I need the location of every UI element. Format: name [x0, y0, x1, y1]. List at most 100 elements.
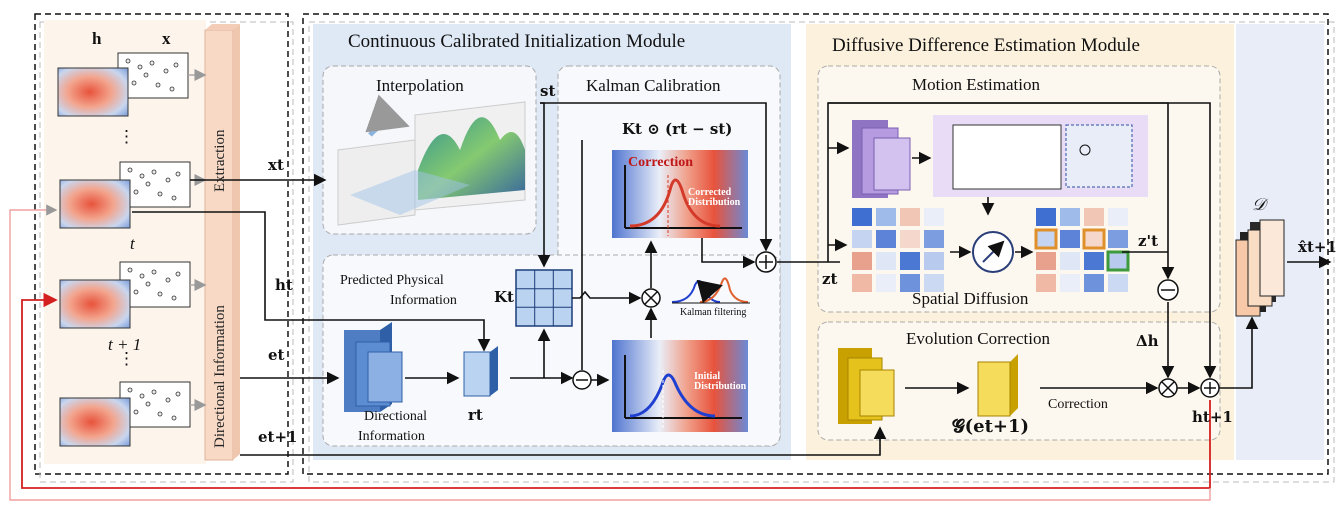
- label-t: t: [130, 234, 135, 253]
- diffusion-cell: [1060, 230, 1080, 248]
- kalman-filtering-plot: [671, 277, 750, 304]
- station-dot: [171, 415, 177, 421]
- station-dot: [133, 189, 139, 195]
- station-dot: [163, 68, 169, 74]
- predicted-physical-line2: Information: [390, 293, 457, 308]
- diffusion-cell: [1060, 274, 1080, 292]
- station-dot: [137, 64, 143, 70]
- station-dot: [145, 401, 151, 407]
- extraction-bar: [204, 29, 234, 461]
- z-t-label: zt: [822, 270, 838, 288]
- interpolation-title: Interpolation: [376, 76, 464, 95]
- station-dot: [133, 409, 139, 415]
- ddem-title: Diffusive Difference Estimation Module: [832, 35, 1140, 56]
- k-t-label: Kt: [494, 288, 514, 306]
- signal-arrows: [132, 102, 1332, 456]
- station-dot: [173, 62, 179, 68]
- x-t-label: xt: [268, 156, 284, 174]
- station-dot: [127, 267, 133, 273]
- motion-map: [933, 115, 1148, 197]
- g-e-block: [977, 354, 1018, 417]
- input-frame-t: [59, 161, 191, 229]
- input-frame-t1: [59, 261, 191, 329]
- station-dot: [169, 86, 175, 92]
- interpolation-illustration: [337, 94, 526, 226]
- spatial-grid-input: [852, 208, 944, 292]
- h-t1-label: ht+1: [1192, 408, 1233, 426]
- diffusion-cell: [852, 252, 872, 270]
- kalman-formula: Kt ⊙ (rt − st): [622, 120, 733, 138]
- diffusion-cell: [900, 252, 920, 270]
- label-x: x: [162, 29, 171, 48]
- diffusion-cell: [924, 208, 944, 226]
- diffusion-cell: [1084, 208, 1104, 226]
- station-dot: [171, 195, 177, 201]
- station-dot: [139, 273, 145, 279]
- diffusion-cell: [1060, 252, 1080, 270]
- diffusion-cell: [1036, 274, 1056, 292]
- diffusion-cell: [852, 230, 872, 248]
- diffusion-cell: [1108, 208, 1128, 226]
- model-frame-shadow: [308, 21, 1335, 483]
- e-t-label: et: [268, 346, 285, 364]
- station-dot: [125, 58, 131, 64]
- correction-label: Correction: [628, 155, 694, 170]
- diffusion-cell: [876, 274, 896, 292]
- correction-arrow-label: Correction: [1048, 397, 1108, 412]
- directional-line2: Information: [358, 429, 425, 444]
- extraction-bar-top: [205, 24, 240, 30]
- station-dot: [175, 391, 181, 397]
- diffusion-cell: [1108, 230, 1128, 248]
- spatial-diffusion-title: Spatial Diffusion: [912, 289, 1029, 308]
- directional-encoder-block: [344, 322, 403, 412]
- label-h: h: [92, 29, 102, 48]
- station-dot: [145, 281, 151, 287]
- input-frame: [34, 13, 289, 475]
- diffusion-cell: [1106, 250, 1130, 272]
- station-dot: [127, 387, 133, 393]
- diffusion-cell: [876, 230, 896, 248]
- station-dot: [175, 271, 181, 277]
- station-dot: [131, 80, 137, 86]
- g-label: 𝓖(et+1): [952, 416, 1030, 437]
- x-hat-label: x̂t+1: [1298, 238, 1337, 256]
- station-dot: [157, 411, 163, 417]
- station-dot: [139, 393, 145, 399]
- kalman-calibration-title: Kalman Calibration: [586, 76, 721, 95]
- r-t-block: [463, 346, 498, 397]
- corrected-distribution-label: Corrected Distribution: [688, 187, 741, 208]
- station-dot: [165, 397, 171, 403]
- station-dot: [157, 191, 163, 197]
- directional-line1: Directional: [364, 409, 427, 424]
- diffusion-cell: [1084, 274, 1104, 292]
- station-dot: [157, 291, 163, 297]
- directional-information-label: Directional Information: [212, 305, 228, 448]
- diffusion-cell: [924, 230, 944, 248]
- station-dot: [145, 181, 151, 187]
- operator-glyphs: [576, 255, 1216, 395]
- motion-estimation-title: Motion Estimation: [912, 75, 1040, 94]
- diffusion-cell: [876, 208, 896, 226]
- motion-encoder-block: [852, 120, 911, 198]
- ccim-title: Continuous Calibrated Initialization Mod…: [348, 31, 686, 52]
- station-dot: [165, 277, 171, 283]
- feedback-red: [21, 292, 1211, 489]
- diffusion-cell: [1060, 208, 1080, 226]
- diffusion-gauge: [972, 231, 1014, 273]
- decoder-block: [1235, 219, 1285, 317]
- station-dot: [139, 173, 145, 179]
- diffusion-cell: [924, 252, 944, 270]
- h-t-label: ht: [275, 276, 293, 294]
- diffusion-cell: [852, 274, 872, 292]
- z-t-prime-label: z't: [1138, 232, 1159, 250]
- model-frame: [302, 13, 1329, 475]
- evolution-encoder-block: [838, 348, 895, 424]
- station-dot: [151, 169, 157, 175]
- spatial-grid-output: [1034, 208, 1130, 292]
- station-dot: [127, 167, 133, 173]
- point-clouds: [125, 58, 181, 421]
- r-t-label: rt: [468, 406, 483, 424]
- station-dot: [143, 72, 149, 78]
- predicted-physical-line1: Predicted Physical: [340, 273, 444, 288]
